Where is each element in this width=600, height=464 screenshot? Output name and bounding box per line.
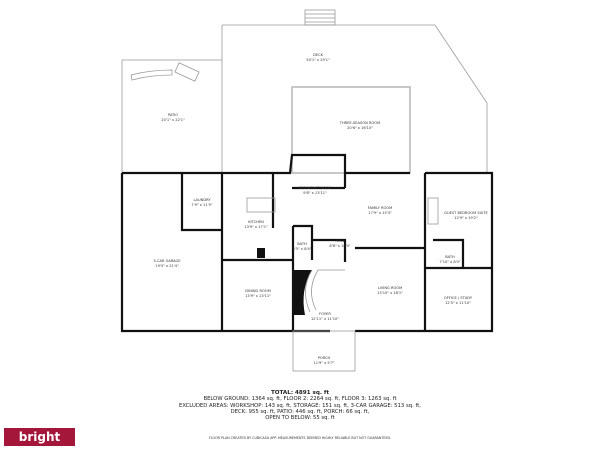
- exterior-walls: [120, 153, 494, 333]
- patio-label: PATIO: [168, 113, 178, 117]
- garage-label: 3-CAR GARAGE: [153, 259, 181, 263]
- patio-size: 20'1" x 22'1": [161, 118, 185, 122]
- bath1-label: BATH: [297, 242, 307, 246]
- living-label: LIVING ROOM: [378, 286, 402, 290]
- bath1-size: 5'5" x 8'4": [293, 247, 312, 251]
- foyer-label: FOYER: [319, 312, 331, 316]
- hall-size: 8'8" x 10'0": [329, 244, 350, 248]
- guest-label: GUEST BEDROOM SUITE: [444, 211, 488, 215]
- deck-outline: [121, 24, 488, 173]
- chimney: [257, 248, 265, 258]
- area-summary: TOTAL: 4891 sq. ft BELOW GROUND: 1364 sq…: [0, 390, 600, 421]
- total-area: TOTAL: 4891 sq. ft: [270, 390, 330, 396]
- three-season-room-walls: [291, 86, 411, 174]
- hall-label: HALL: [335, 239, 344, 243]
- summary-line: EXCLUDED AREAS: WORKSHOP: 143 sq. ft, ST…: [179, 402, 421, 409]
- deck-label: DECK: [313, 53, 324, 57]
- bright-mls-logo: bright MLS: [4, 428, 75, 462]
- kitchen-island: [246, 197, 276, 213]
- porch-outline: [292, 330, 356, 372]
- floor-plan: DECK 50'1" x 29'1" PATIO 20'1" x 22'1" T…: [120, 9, 494, 372]
- family-label: FAMILY ROOM: [368, 206, 392, 210]
- laundry-size: 7'9" x 11'5": [191, 203, 212, 207]
- summary-line: BELOW GROUND: 1364 sq. ft, FLOOR 2: 2264…: [203, 396, 397, 403]
- staircase: [293, 270, 312, 315]
- three-season-label: THREE-SEASON ROOM: [339, 121, 380, 125]
- bath2-size: 7'10" x 8'0": [439, 260, 460, 264]
- patio-furniture: [174, 62, 200, 82]
- garage-size: 19'5" x 21'4": [155, 264, 179, 268]
- summary-line: DECK: 955 sq. ft, PATIO: 446 sq. ft, POR…: [230, 408, 370, 415]
- foyer-size: 12'11" x 11'10": [311, 317, 339, 321]
- office-size: 12'5" x 11'10": [445, 301, 471, 305]
- three-season-size: 20'6" x 16'10": [347, 126, 373, 130]
- fireplace: [427, 197, 439, 225]
- family-size: 17'9" x 15'3": [368, 211, 392, 215]
- porch-label: PORCH: [318, 356, 331, 360]
- office-label: OFFICE / STUDY: [444, 296, 473, 300]
- room-labels: DECK 50'1" x 29'1" PATIO 20'1" x 22'1" T…: [153, 53, 488, 365]
- deck-stairs: [304, 9, 336, 26]
- summary-line: OPEN TO BELOW: 55 sq. ft: [265, 415, 335, 422]
- kitchen-label: KITCHEN: [248, 220, 264, 224]
- interior-walls: [180, 173, 492, 331]
- porch-size: 11'9" x 5'7": [313, 361, 334, 365]
- laundry-label: LAUNDRY: [193, 198, 211, 202]
- deck-size: 50'1" x 29'1": [306, 58, 330, 62]
- dining-label: DINING ROOM: [245, 289, 270, 293]
- dining-size: 13'9" x 13'11": [245, 294, 271, 298]
- bath2-label: BATH: [445, 255, 455, 259]
- kitchen-size: 13'9" x 17'1": [244, 225, 268, 229]
- disclaimer: FLOOR PLAN CREATED BY CUBICASA APP. MEAS…: [208, 436, 392, 440]
- nook-size: 9'8" x 13'11": [303, 191, 327, 195]
- nook-label: BREAKFAST NOOK: [299, 186, 332, 190]
- living-size: 13'10" x 18'1": [377, 291, 403, 295]
- guest-size: 12'9" x 19'2": [454, 216, 478, 220]
